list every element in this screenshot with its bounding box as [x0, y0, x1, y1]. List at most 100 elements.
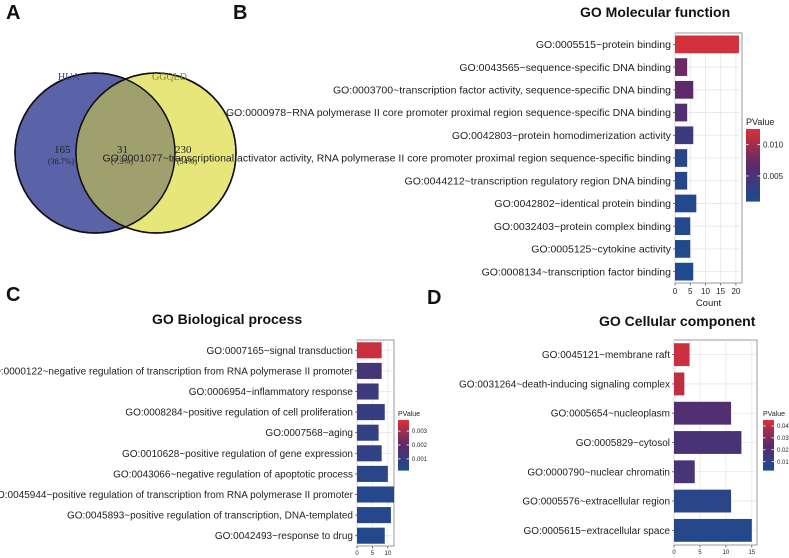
panel-b-title: GO Molecular function	[580, 4, 731, 20]
legend-gradient-step	[763, 448, 774, 451]
x-tick-label: 5	[688, 287, 693, 296]
legend-gradient-step	[398, 450, 409, 453]
legend-tick-label: 0.02	[777, 448, 789, 454]
category-label: GO:0042493~response to drug	[215, 531, 353, 542]
x-tick-label: 0	[672, 550, 676, 556]
legend-gradient-step	[763, 446, 774, 449]
bar	[675, 262, 694, 281]
bar	[674, 489, 732, 513]
legend-tick-label: 0.003	[412, 429, 428, 435]
legend-gradient-step	[398, 463, 409, 466]
legend-gradient-step	[398, 430, 409, 433]
category-label: GO:0000790~nuclear chromatin	[527, 467, 670, 478]
legend-gradient-step	[398, 461, 409, 464]
legend-gradient-step	[746, 155, 760, 159]
venn-right-count: 230	[175, 144, 192, 156]
venn-right-pct: (54%)	[177, 157, 197, 166]
legend-gradient-step	[763, 460, 774, 463]
panel-a-letter: A	[6, 2, 21, 24]
legend-gradient-step	[746, 191, 760, 195]
legend-gradient-step	[763, 426, 774, 429]
category-label: GO:0006954~inflammatory response	[189, 387, 354, 398]
category-label: GO:0044212~transcription regulatory regi…	[405, 175, 672, 187]
x-tick-label: 20	[731, 287, 740, 296]
legend-tick-label: 0.01	[777, 460, 789, 466]
legend-gradient-step	[398, 421, 409, 424]
legend-gradient-step	[398, 441, 409, 444]
legend-gradient-step	[398, 458, 409, 461]
x-tick-label: 10	[723, 550, 730, 556]
legend-gradient-step	[763, 431, 774, 434]
legend-gradient-step	[763, 461, 774, 464]
bar	[674, 518, 752, 542]
legend-gradient-step	[746, 153, 760, 156]
bar	[675, 35, 739, 54]
bar	[357, 404, 385, 421]
bar	[675, 126, 694, 145]
legend-gradient-step	[763, 463, 774, 466]
panel-d-title: GO Cellular component	[599, 313, 756, 329]
legend-tick-label: 0.002	[412, 443, 428, 449]
category-label: GO:0005125~cytokine activity	[531, 244, 672, 256]
legend-gradient-step	[746, 148, 760, 152]
legend-gradient-step	[763, 441, 774, 444]
venn-label-ggqld: GGQLD	[152, 72, 187, 83]
legend-gradient-step	[746, 167, 760, 171]
legend-tick-label: 0.03	[777, 436, 789, 442]
legend-gradient-step	[763, 465, 774, 468]
bar	[674, 372, 685, 396]
legend-gradient-step	[746, 189, 760, 192]
chart-c-group: GO:0007165~signal transductionGO:0000122…	[0, 339, 428, 558]
legend-gradient-step	[763, 433, 774, 436]
legend-gradient-step	[398, 448, 409, 451]
legend-gradient-step	[398, 455, 409, 458]
legend-gradient-step	[398, 445, 409, 448]
legend-gradient-step	[763, 453, 774, 456]
legend-gradient-step	[763, 443, 774, 446]
category-label: GO:0031264~death-inducing signaling comp…	[459, 379, 670, 390]
bar	[675, 194, 697, 213]
legend-gradient-step	[763, 450, 774, 453]
panel-b-letter: B	[233, 2, 248, 24]
legend-gradient-step	[763, 456, 774, 459]
bar	[675, 240, 691, 258]
category-label: GO:0000978~RNA polymerase II core promot…	[226, 107, 671, 119]
category-label: GO:0043066~negative regulation of apopto…	[113, 469, 353, 480]
legend-gradient-step	[398, 435, 409, 438]
legend-tick-label: 0.010	[763, 140, 784, 149]
category-label: GO:0007568~aging	[265, 428, 353, 439]
category-label: GO:0007165~signal transduction	[207, 346, 354, 357]
bar	[675, 103, 688, 122]
category-label: GO:0045893~positive regulation of transc…	[67, 511, 353, 522]
legend-title: PValue	[398, 411, 420, 418]
legend-gradient-step	[398, 456, 409, 459]
category-label: GO:0042803~protein homodimerization acti…	[452, 130, 672, 142]
x-tick-label: 5	[698, 550, 702, 556]
legend-gradient-step	[398, 436, 409, 439]
x-tick-label: 0	[673, 287, 678, 296]
legend-gradient-step	[763, 466, 774, 469]
legend-gradient-step	[763, 435, 774, 438]
legend-gradient-step	[746, 143, 760, 147]
chart-b-group: GO:0005515~protein bindingGO:0043565~seq…	[102, 32, 784, 309]
bar	[675, 171, 688, 190]
legend-gradient-step	[746, 193, 760, 197]
legend-tick-label: 0.04	[777, 424, 789, 430]
venn-label-hua: HUA	[58, 72, 80, 83]
legend-gradient-step	[398, 440, 409, 443]
legend-gradient-step	[746, 177, 760, 180]
legend-gradient-step	[746, 133, 760, 137]
bar	[357, 342, 382, 359]
category-label: GO:0032403~protein complex binding	[494, 221, 671, 233]
legend-gradient-step	[398, 423, 409, 426]
legend-gradient-step	[746, 129, 760, 132]
legend-gradient-step	[398, 451, 409, 454]
bar	[675, 149, 688, 167]
legend-gradient-step	[398, 438, 409, 441]
legend-gradient-step	[746, 165, 760, 168]
x-axis-label: Count	[696, 298, 722, 309]
